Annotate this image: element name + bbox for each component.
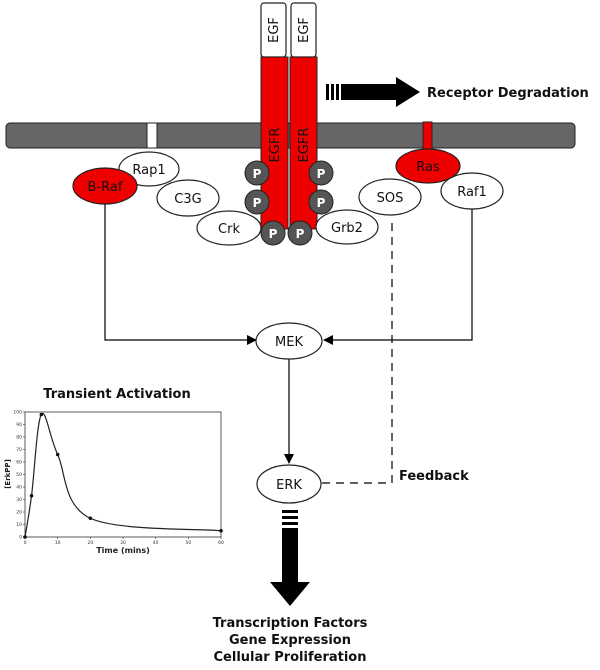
inset-x-label: Time (mins) [96, 546, 150, 555]
phospho-site: P [308, 189, 334, 215]
inset-y-tick-label: 100 [13, 410, 22, 416]
svg-text:P: P [253, 167, 262, 181]
inset-x-tick-label: 30 [120, 540, 126, 546]
raf1-to-mek-line [323, 209, 473, 345]
erkpp-data-point [39, 412, 44, 417]
erkpp-data-point [219, 528, 223, 533]
phospho-site: P [244, 160, 270, 186]
inset-x-tick-label: 20 [87, 540, 93, 546]
erkpp-data-point [23, 535, 27, 539]
inset-x-tick-label: 60 [218, 540, 224, 546]
egf-label-right: EGF [297, 17, 312, 43]
mek-node: MEK [255, 322, 323, 360]
braf-node: B-Raf [72, 167, 138, 205]
raf1-node: Raf1 [440, 172, 504, 210]
inset-y-tick-label: 0 [19, 535, 22, 541]
output-cellular-proliferation: Cellular Proliferation [214, 650, 367, 665]
erk-node: ERK [256, 464, 322, 504]
inset-plot-frame [24, 411, 222, 538]
degradation-arrow [326, 77, 420, 107]
rap1-label: Rap1 [132, 163, 165, 178]
sos-node: SOS [358, 178, 422, 216]
inset-y-label: [ErkPP] [4, 459, 12, 489]
inset-y-tick-label: 50 [16, 472, 22, 478]
sos-label: SOS [377, 191, 404, 206]
c3g-label: C3G [174, 192, 201, 207]
rap1-node: Rap1 [118, 151, 180, 187]
rap1-membrane-anchor [146, 122, 158, 149]
svg-text:P: P [269, 227, 278, 241]
svg-text:P: P [317, 167, 326, 181]
erkpp-data-point [55, 452, 60, 457]
svg-text:P: P [317, 196, 326, 210]
erk-feedback-line [322, 220, 393, 484]
inset-y-tick-label: 30 [16, 497, 22, 503]
inset-y-tick-label: 90 [16, 422, 22, 428]
egf-label-left: EGF [267, 17, 282, 43]
phospho-site: P [244, 189, 270, 215]
inset-y-tick-label: 80 [16, 435, 22, 441]
raf1-label: Raf1 [457, 185, 487, 200]
ras-membrane-anchor [422, 121, 433, 153]
egfr-label-right: EGFR [297, 128, 312, 163]
output-transcription-factors: Transcription Factors [213, 616, 368, 631]
egf-ligand-left: EGF [260, 2, 287, 58]
inset-y-tick-label: 60 [16, 460, 22, 466]
erkpp-data-point [29, 493, 34, 498]
c3g-node: C3G [156, 179, 220, 217]
inset-y-tick-label: 10 [16, 522, 22, 528]
egfr-label-left: EGFR [268, 128, 283, 163]
svg-text:P: P [253, 196, 262, 210]
erkpp-data-point [88, 516, 93, 521]
receptor-degradation-label: Receptor Degradation [427, 86, 589, 101]
feedback-label: Feedback [399, 469, 469, 484]
phospho-site: P [287, 220, 313, 246]
inset-y-tick-label: 70 [16, 447, 22, 453]
transient-activation-plot: [ErkPP] Time (mins) 0 10 20 30 40 50 60 70 80 90 1… [4, 410, 224, 556]
ras-label: Ras [416, 160, 440, 175]
phospho-site: P [308, 160, 334, 186]
erk-label: ERK [276, 478, 302, 493]
grb2-node: Grb2 [315, 209, 379, 245]
inset-y-tick-label: 40 [16, 485, 22, 491]
braf-to-mek-line [104, 204, 257, 345]
crk-label: Crk [218, 222, 240, 237]
erk-output-arrow [270, 510, 310, 606]
phospho-site: P [260, 220, 286, 246]
svg-text:P: P [296, 227, 305, 241]
grb2-label: Grb2 [331, 221, 363, 236]
egf-ligand-right: EGF [290, 2, 317, 58]
mek-label: MEK [275, 335, 303, 350]
braf-label: B-Raf [88, 180, 123, 195]
crk-node: Crk [196, 210, 262, 246]
inset-x-tick-label: 10 [55, 540, 61, 546]
inset-y-tick-label: 20 [16, 510, 22, 516]
ras-node: Ras [395, 148, 461, 184]
inset-x-tick-label: 50 [185, 540, 191, 546]
inset-x-tick-label: 40 [153, 540, 159, 546]
output-gene-expression: Gene Expression [229, 633, 351, 648]
inset-x-tick-label: 0 [24, 540, 27, 546]
inset-title: Transient Activation [43, 387, 190, 402]
